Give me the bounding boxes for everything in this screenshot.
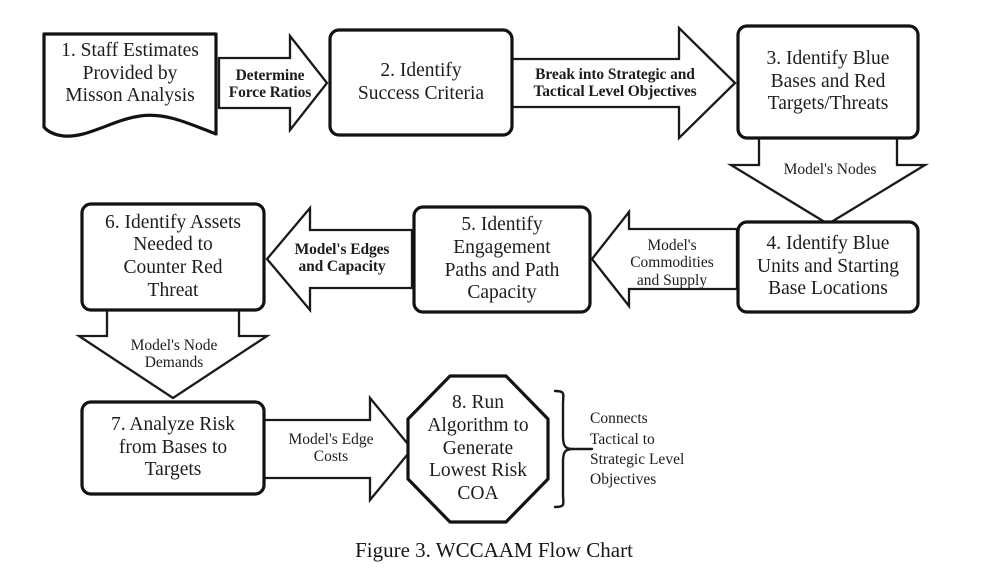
arrow-right-7-8 — [260, 394, 414, 504]
arrow-right-1-2 — [217, 32, 329, 134]
figure-caption: Figure 3. WCCAAM Flow Chart — [355, 538, 633, 562]
arrow-down-3-4 — [726, 133, 930, 226]
node-2-shape[interactable] — [328, 28, 514, 137]
arrow-left-5-6 — [265, 204, 414, 314]
node-8-shape[interactable] — [406, 374, 550, 524]
node-5-shape[interactable] — [412, 205, 592, 314]
node-6-shape[interactable] — [80, 202, 266, 312]
node-7-shape[interactable] — [80, 400, 266, 496]
node-1-shape[interactable] — [42, 32, 218, 138]
arrow-left-4-5 — [590, 208, 739, 310]
node-3-shape[interactable] — [736, 24, 920, 140]
arrow-down-6-7 — [75, 306, 271, 400]
arrow-right-2-3 — [507, 25, 737, 141]
curly-brace-icon — [553, 389, 575, 509]
node-4-shape[interactable] — [736, 220, 920, 314]
